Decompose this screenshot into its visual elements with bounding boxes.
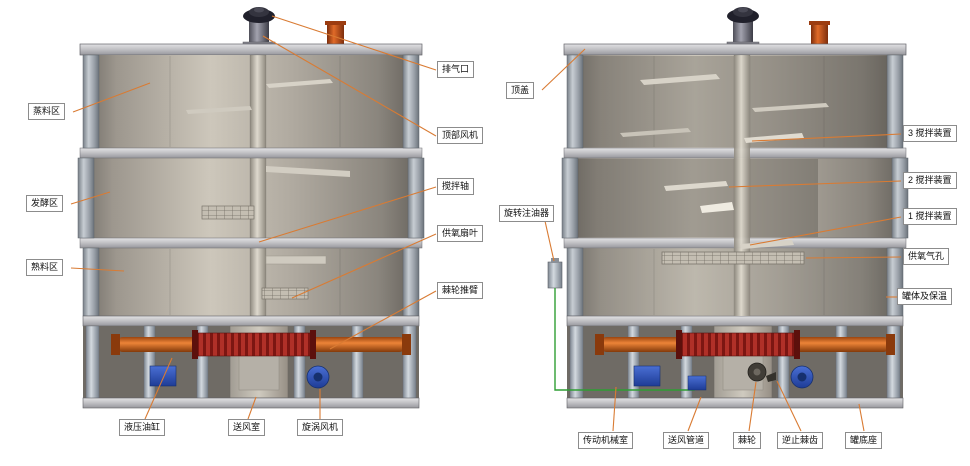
leader-oxygen-holes: [805, 256, 902, 259]
label-stir-device-2: 2 搅拌装置: [903, 172, 957, 189]
leader-stirring-shaft: [258, 186, 437, 243]
leader-rotary-oiler: [544, 220, 555, 262]
label-steam-zone: 蒸料区: [28, 103, 66, 120]
leader-tank-base: [858, 403, 865, 432]
label-exhaust-port: 排气口: [437, 61, 475, 78]
label-transmission-room: 传动机械室: [578, 432, 634, 449]
leader-ratchet-push-arm: [329, 290, 437, 350]
rotary-oiler-part: [547, 258, 563, 289]
label-hydraulic-cylinder: 液压油缸: [119, 419, 166, 436]
leader-ferment-zone: [70, 191, 111, 205]
leader-transmission-room: [612, 386, 617, 432]
tank-body: [77, 54, 425, 317]
label-rotary-oiler: 旋转注油器: [499, 205, 555, 222]
blower-motors-part: [149, 365, 330, 389]
leader-check-pawl: [776, 380, 802, 432]
leader-steam-zone: [72, 82, 151, 113]
label-cooked-zone: 熟料区: [26, 259, 64, 276]
label-ferment-zone: 发酵区: [26, 195, 64, 212]
label-ratchet: 棘轮: [733, 432, 762, 449]
label-check-pawl: 逆止棘齿: [777, 432, 824, 449]
left-tank-internals: [186, 79, 350, 300]
tank-illustration: [77, 7, 425, 409]
label-stirring-shaft: 搅拌轴: [437, 178, 475, 195]
right-tank-internals: [547, 56, 887, 391]
leader-oxygen-fan-blade: [291, 233, 437, 299]
label-top-cover: 顶盖: [506, 82, 535, 99]
label-top-fan: 顶部风机: [437, 127, 484, 144]
leader-cooked-zone: [70, 267, 125, 272]
leader-air-duct: [687, 396, 702, 432]
leader-top-cover: [541, 48, 586, 91]
ratchet-coupling-part: [192, 330, 316, 359]
leader-stir-device-1: [749, 216, 902, 246]
label-oxygen-fan-blade: 供氧扇叶: [437, 225, 484, 242]
leader-stir-device-2: [728, 180, 902, 188]
label-oxygen-holes: 供氧气孔: [903, 248, 950, 265]
ratchet-wheel-part: [747, 362, 776, 382]
leader-stir-device-3: [751, 133, 902, 142]
label-stir-device-1: 1 搅拌装置: [903, 208, 957, 225]
leader-top-fan: [262, 35, 437, 137]
label-air-duct: 送风管道: [663, 432, 710, 449]
label-vortex-fan: 旋涡风机: [297, 419, 344, 436]
leader-lines: [70, 15, 902, 432]
label-tank-insulation: 罐体及保温: [897, 288, 953, 305]
label-tank-base: 罐底座: [845, 432, 883, 449]
leader-air-chamber: [247, 396, 257, 420]
leader-hydraulic-cylinder: [144, 357, 173, 420]
exhaust-pipe-icon: [325, 21, 346, 44]
tank-top-rim: [79, 43, 423, 56]
check-pawl-part: [766, 372, 776, 382]
leader-exhaust-port: [271, 15, 437, 71]
support-frame: [82, 315, 420, 409]
label-stir-device-3: 3 搅拌装置: [903, 125, 957, 142]
air-duct-part: [687, 375, 707, 391]
top-fan-chimney-icon: [242, 7, 276, 49]
label-ratchet-push-arm: 棘轮推臂: [437, 282, 484, 299]
stirring-shaft-part: [249, 54, 267, 317]
leader-ratchet: [748, 381, 757, 432]
label-air-supply-chamber: 送风室: [228, 419, 266, 436]
